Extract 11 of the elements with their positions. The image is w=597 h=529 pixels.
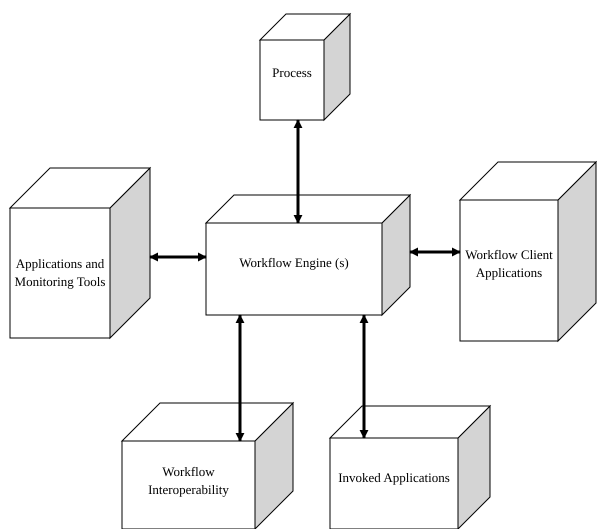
node-label: Workflow Engine (s) <box>239 254 349 272</box>
node-label: Workflow Interoperability <box>147 463 230 499</box>
double-arrow <box>294 119 302 224</box>
double-arrow <box>409 248 461 256</box>
node-label: Invoked Applications <box>338 469 450 487</box>
double-arrow <box>360 314 368 439</box>
double-arrow <box>149 252 207 262</box>
node-label: Process <box>272 64 312 82</box>
double-arrow <box>236 314 244 442</box>
node-label: Applications and Monitoring Tools <box>14 255 106 291</box>
node-label: Workflow Client Applications <box>464 246 554 282</box>
